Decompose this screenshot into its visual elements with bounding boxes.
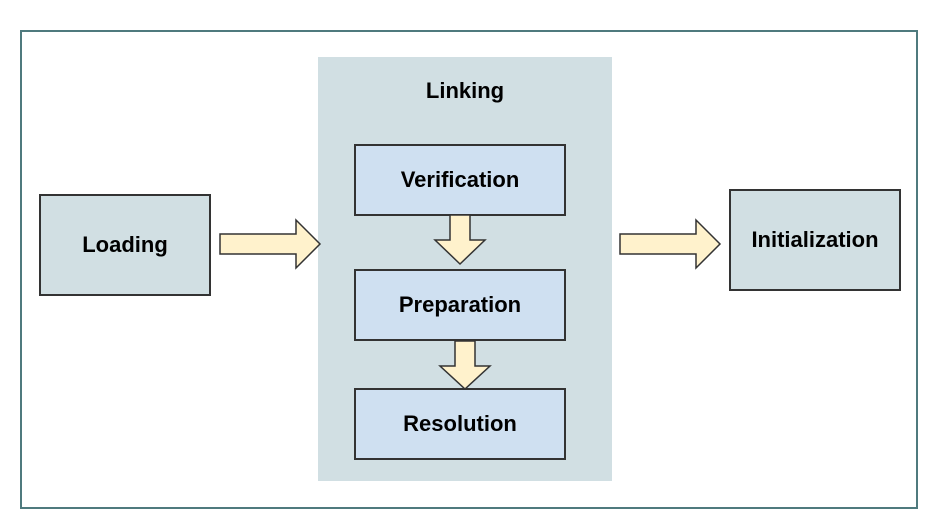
resolution-node-label: Resolution bbox=[403, 411, 517, 436]
initialization-node-label: Initialization bbox=[751, 227, 879, 252]
loading-node: Loading bbox=[39, 194, 211, 296]
resolution-node: Resolution bbox=[354, 388, 566, 460]
loading-node-label: Loading bbox=[82, 232, 168, 257]
preparation-node-label: Preparation bbox=[398, 292, 522, 317]
preparation-node: Preparation bbox=[354, 269, 566, 341]
verification-node-label: Verification bbox=[400, 167, 520, 192]
verification-node: Verification bbox=[354, 144, 566, 216]
initialization-node: Initialization bbox=[729, 189, 901, 291]
linking-group-title: Linking bbox=[425, 78, 505, 103]
